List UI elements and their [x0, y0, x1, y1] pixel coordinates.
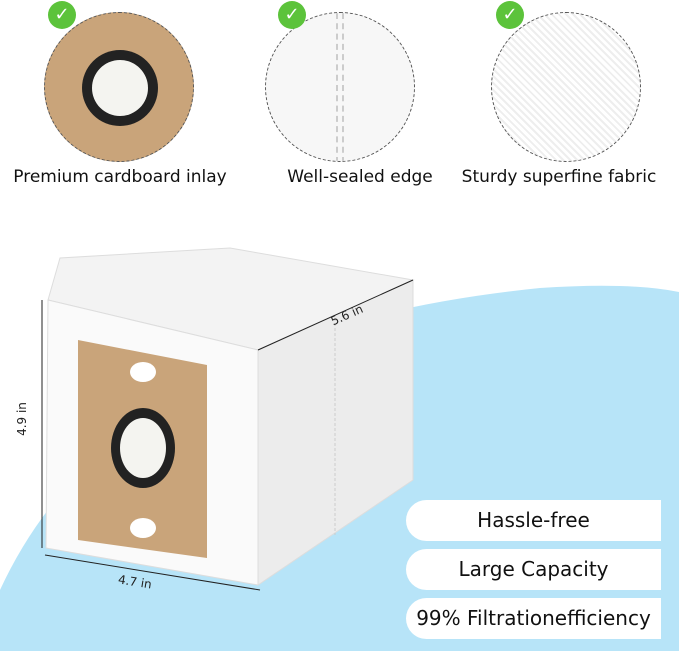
- check-icon: ✓: [496, 1, 524, 29]
- height-label: 4.9 in: [14, 402, 29, 436]
- sealed-edge-closeup: [265, 12, 415, 162]
- cardboard-inlay-closeup: [44, 12, 194, 162]
- feature-caption: Premium cardboard inlay: [13, 167, 227, 187]
- benefit-pill: Hassle-free: [406, 500, 661, 541]
- check-icon: ✓: [278, 1, 306, 29]
- fabric-closeup: [491, 12, 641, 162]
- feature-caption: Well-sealed edge: [287, 167, 433, 187]
- benefit-pill: Large Capacity: [406, 549, 661, 590]
- feature-caption: Sturdy superfine fabric: [461, 167, 657, 187]
- check-icon: ✓: [48, 1, 76, 29]
- benefit-pill: 99% Filtrationefficiency: [406, 598, 661, 639]
